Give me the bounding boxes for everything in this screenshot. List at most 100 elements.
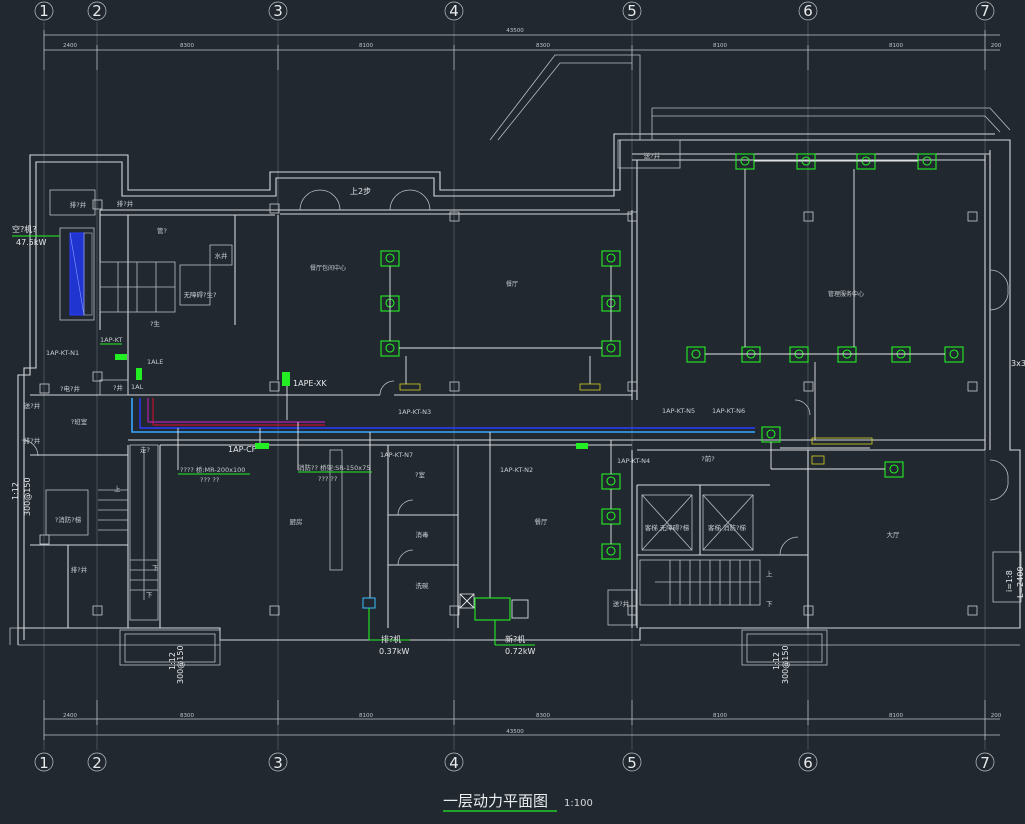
ramp-label: 1:12 xyxy=(11,482,20,500)
fan-coil-icon xyxy=(837,346,857,363)
dimension-value: 2400 xyxy=(63,713,77,719)
room-label: 餐厅 xyxy=(535,517,549,526)
circuit-label: 1AP-KT-N4 xyxy=(617,457,650,465)
axis-bubble-icon xyxy=(268,1,288,21)
fan-power: 0.72kW xyxy=(505,647,535,656)
ramp-label: 1:12 xyxy=(168,652,177,670)
axis-label: 4 xyxy=(449,2,459,20)
ramp-label: i=1:8 xyxy=(1005,570,1014,592)
axis-bubbles-top: 1 2 3 4 5 6 7 xyxy=(34,1,995,21)
axis-label: 2 xyxy=(92,2,102,20)
room-label: 管理服务中心 xyxy=(828,290,864,298)
circuit-label: 1AP-KT-N3 xyxy=(398,408,431,416)
ramps xyxy=(119,551,1022,666)
room-label: 下 xyxy=(152,564,159,572)
ac-unit-power: 47.5kW xyxy=(16,238,46,247)
axis-bubbles-bottom: 1 2 3 4 5 6 7 xyxy=(34,752,995,772)
panel-icon[interactable] xyxy=(576,443,588,449)
dimension-total: 43500 xyxy=(506,729,524,735)
room-label: 排?井 xyxy=(24,436,41,445)
axis-bubble-icon xyxy=(87,752,107,772)
axis-bubble-icon xyxy=(622,752,642,772)
tray-label: 消防?? 桥架:SR-150x75 xyxy=(298,463,370,472)
dimensions-bottom: 2400 8300 8100 8300 8100 8100 200 43500 xyxy=(43,700,1002,740)
panel-icon[interactable] xyxy=(136,368,142,380)
exhaust-fan-icon[interactable] xyxy=(362,597,410,641)
axis-label: 1 xyxy=(39,754,49,772)
fan-coil-icon xyxy=(856,153,876,170)
fan-coil-icon xyxy=(789,346,809,363)
axis-bubble-icon xyxy=(975,1,995,21)
axis-label: 6 xyxy=(803,2,813,20)
room-label: ?班室 xyxy=(71,417,88,426)
room-label: 送?井 xyxy=(24,401,41,410)
axis-bubble-icon xyxy=(798,752,818,772)
room-label: 排?井 xyxy=(117,199,134,208)
panel-label: 1AP-CF xyxy=(228,445,257,454)
fan-coil-icon xyxy=(380,250,400,267)
tray-label: ??? ?? xyxy=(200,476,219,484)
step-mark: 上2步 xyxy=(350,187,371,196)
room-label: 客梯 消防?梯 xyxy=(708,523,747,532)
fan-coil-icon xyxy=(601,543,621,560)
room-label: 洗碗 xyxy=(416,581,430,590)
dimension-value: 8100 xyxy=(359,43,373,49)
dimension-value: 2400 xyxy=(63,43,77,49)
room-label: 餐厅 xyxy=(506,280,518,288)
room-label: ?井 xyxy=(113,383,123,392)
fan-coil-icon xyxy=(380,340,400,357)
room-label: 送?井 xyxy=(613,599,630,608)
dimension-value: 8100 xyxy=(713,43,727,49)
circuit-label: 1AP-KT-N2 xyxy=(500,466,533,474)
stair-small xyxy=(98,489,128,531)
panel-icon[interactable] xyxy=(282,372,290,386)
panel-label: 1ALE xyxy=(147,358,163,366)
fan-label: 排?机 xyxy=(381,634,401,644)
dimension-total: 43500 xyxy=(506,28,524,34)
equipment-labels: 1AP-KT 1AP-KT-N1 1ALE 1AL 1APE-XK 1AP-CF… xyxy=(11,187,1025,684)
axis-label: 7 xyxy=(980,2,990,20)
dimensions-top: 43500 2400 8300 8100 8300 8100 8100 200 xyxy=(43,28,1002,70)
ac-unit[interactable] xyxy=(59,227,95,321)
dimension-value: 8300 xyxy=(180,43,194,49)
fan-coil-icon xyxy=(686,346,706,363)
panel-label: 1AP-KT-N1 xyxy=(46,349,79,357)
fan-coil-icon xyxy=(884,461,904,478)
axis-label: 5 xyxy=(627,2,637,20)
room-label: 上 xyxy=(114,484,121,493)
fan-coil-icon xyxy=(601,508,621,525)
room-label: 走? xyxy=(140,446,150,454)
manifold xyxy=(399,383,873,465)
doors xyxy=(21,189,1009,566)
ramp-label: 1:12 xyxy=(772,652,781,670)
axis-bubble-icon xyxy=(975,752,995,772)
fan-coil-icon xyxy=(735,153,755,170)
panel-icon[interactable] xyxy=(115,354,127,360)
axis-label: 2 xyxy=(92,754,102,772)
fan-coil-icon xyxy=(601,340,621,357)
axis-bubble-icon xyxy=(798,1,818,21)
panel-label: 1AL xyxy=(131,383,144,391)
elevators xyxy=(641,494,754,551)
dimension-value: 200 xyxy=(991,713,1002,719)
cable-trays xyxy=(131,398,755,433)
fan-coil-icon xyxy=(944,346,964,363)
dimension-value: 8100 xyxy=(889,713,903,719)
axis-bubble-icon xyxy=(622,1,642,21)
axis-bubble-icon xyxy=(268,752,288,772)
ramp-label: 300@150 xyxy=(176,645,185,684)
room-label: ?室 xyxy=(415,470,425,479)
room-label: 无障碍?生? xyxy=(184,290,217,299)
dimension-value: 8300 xyxy=(536,713,550,719)
building-walls xyxy=(9,54,1022,666)
axis-label: 4 xyxy=(449,754,459,772)
dimension-value: 8100 xyxy=(359,713,373,719)
fan-coil-icon xyxy=(917,153,937,170)
fresh-air-unit-icon[interactable] xyxy=(459,593,535,646)
panel-icon[interactable] xyxy=(255,443,269,449)
room-label: ?电?井 xyxy=(60,384,80,393)
fan-coil-icon xyxy=(891,346,911,363)
dimension-value: 8300 xyxy=(536,43,550,49)
fan-coils xyxy=(380,153,964,560)
